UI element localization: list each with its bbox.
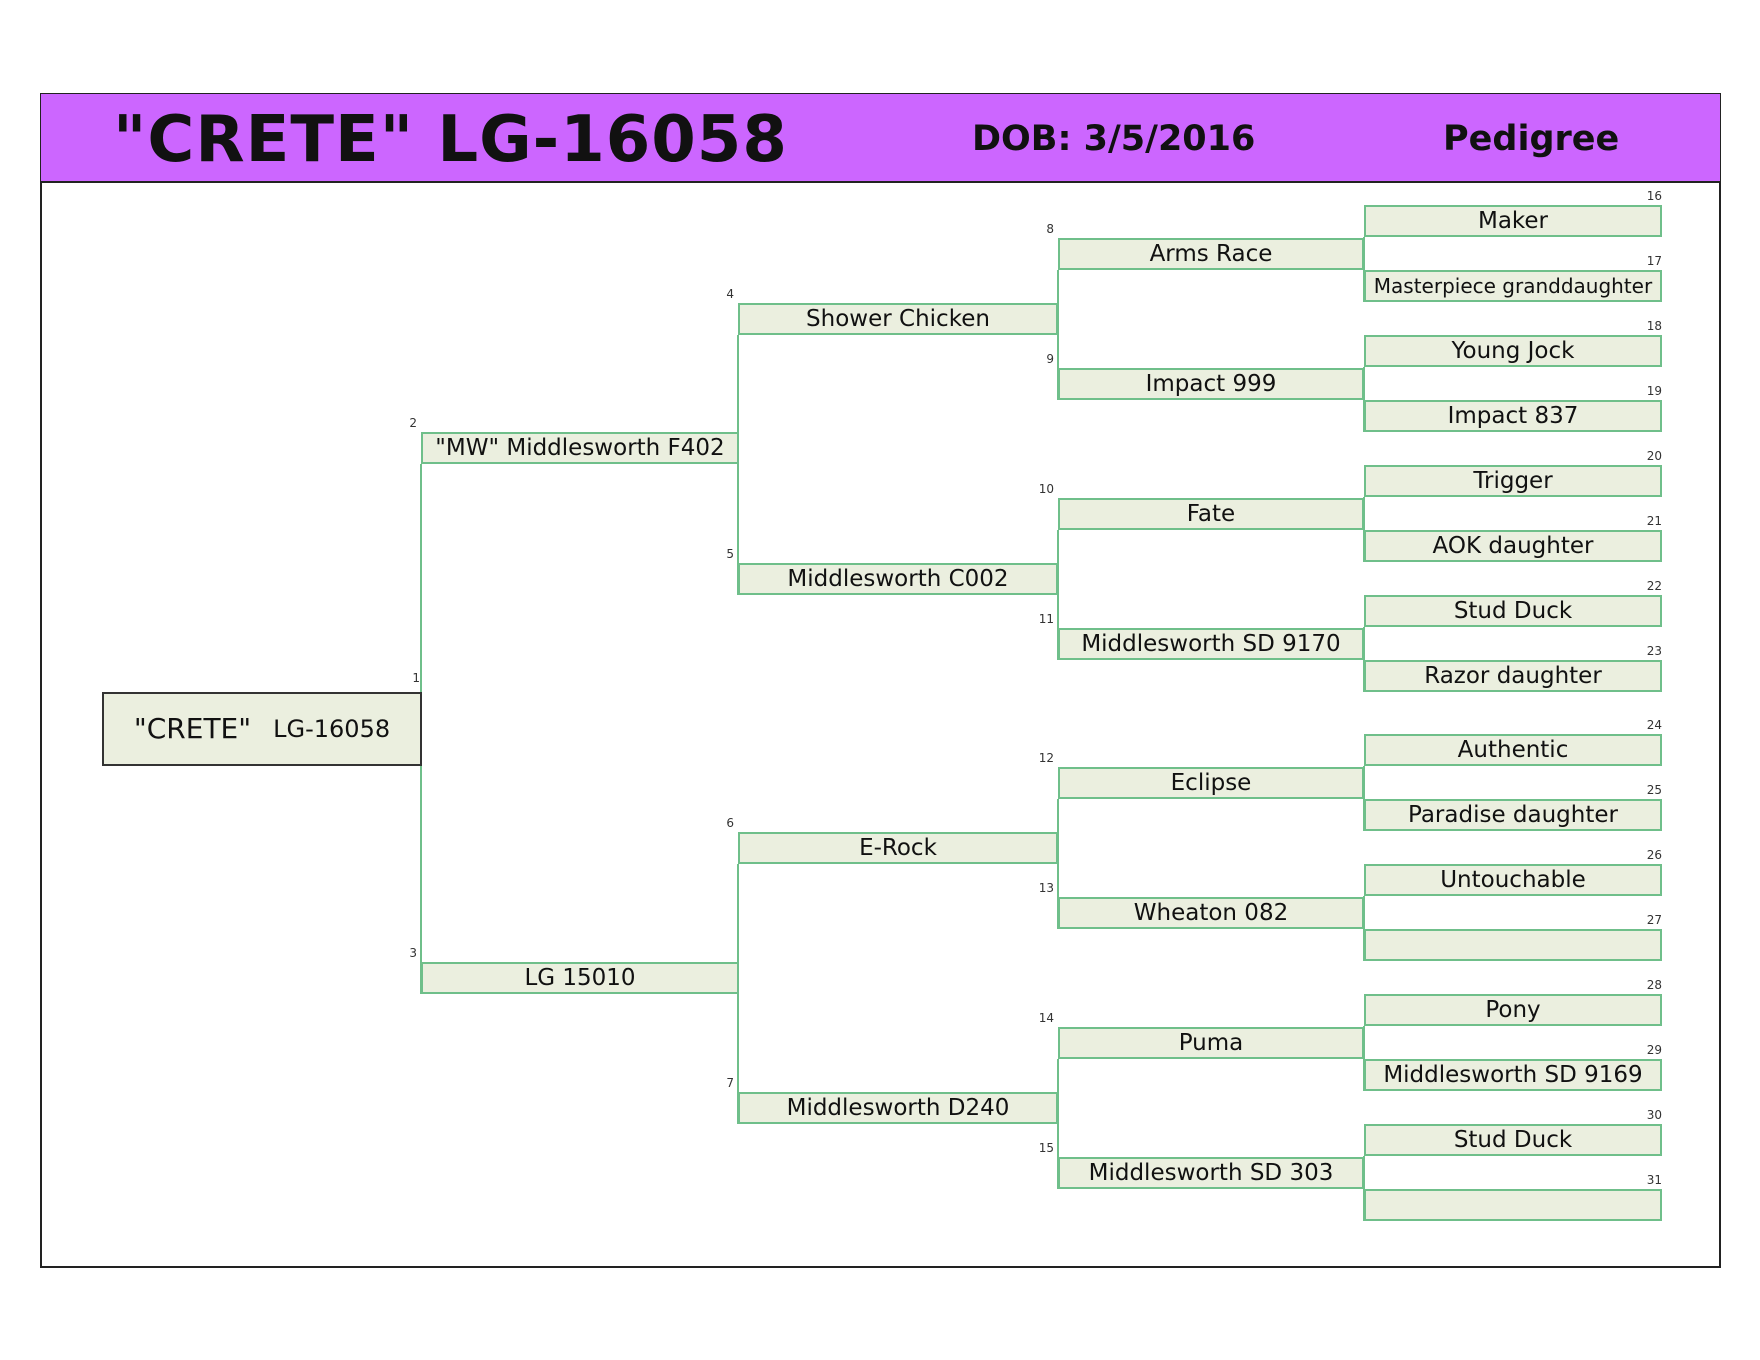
ancestor-number: 23 [1646, 644, 1662, 658]
ancestor-number: 6 [726, 816, 734, 830]
subject-id: LG-16058 [273, 715, 391, 743]
ancestor-number: 15 [1038, 1141, 1054, 1155]
ancestor-name: Stud Duck [1453, 597, 1573, 624]
ancestor-name: LG 15010 [524, 964, 636, 991]
subject-box: "CRETE" LG-16058 [102, 692, 422, 766]
ancestor-box-7: Middlesworth D240 [738, 1092, 1058, 1124]
ancestor-box-5: Middlesworth C002 [738, 563, 1058, 595]
ancestor-name: Eclipse [1170, 769, 1252, 796]
ancestor-number: 20 [1646, 449, 1662, 463]
pedigree-label: Pedigree [1443, 119, 1620, 159]
ancestor-box-28: Pony [1364, 994, 1662, 1026]
ancestor-name: Shower Chicken [806, 305, 990, 332]
ancestor-name: Masterpiece granddaughter [1373, 274, 1653, 298]
ancestor-name: Wheaton 082 [1133, 899, 1289, 926]
ancestor-name: Untouchable [1440, 866, 1586, 893]
ancestor-box-20: Trigger [1364, 465, 1662, 497]
ancestor-number: 5 [726, 547, 734, 561]
ancestor-number: 21 [1646, 514, 1662, 528]
ancestor-box-23: Razor daughter [1364, 660, 1662, 692]
ancestor-number: 30 [1646, 1108, 1662, 1122]
ancestor-box-22: Stud Duck [1364, 595, 1662, 627]
ancestor-name: Paradise daughter [1408, 801, 1618, 828]
ancestor-box-29: Middlesworth SD 9169 [1364, 1059, 1662, 1091]
ancestor-name: Trigger [1473, 467, 1553, 494]
ancestor-box-6: E-Rock [738, 832, 1058, 864]
ancestor-name: Middlesworth C002 [787, 565, 1009, 592]
ancestor-box-26: Untouchable [1364, 864, 1662, 896]
ancestor-box-15: Middlesworth SD 303 [1058, 1157, 1364, 1189]
ancestor-number: 4 [726, 287, 734, 301]
ancestor-box-8: Arms Race [1058, 238, 1364, 270]
ancestor-name: Impact 837 [1447, 402, 1579, 429]
ancestor-box-11: Middlesworth SD 9170 [1058, 628, 1364, 660]
ancestor-name: Middlesworth SD 9169 [1383, 1061, 1643, 1088]
ancestor-box-12: Eclipse [1058, 767, 1364, 799]
ancestor-box-17: Masterpiece granddaughter [1364, 270, 1662, 302]
ancestor-name: Impact 999 [1145, 370, 1277, 397]
ancestor-name: Maker [1477, 207, 1549, 234]
ancestor-number: 27 [1646, 913, 1662, 927]
ancestor-number: 2 [409, 416, 417, 430]
ancestor-box-16: Maker [1364, 205, 1662, 237]
ancestor-number: 7 [726, 1076, 734, 1090]
ancestor-number: 3 [409, 946, 417, 960]
ancestor-box-9: Impact 999 [1058, 368, 1364, 400]
ancestor-number: 28 [1646, 978, 1662, 992]
ancestor-box-14: Puma [1058, 1027, 1364, 1059]
ancestor-name: Arms Race [1149, 240, 1273, 267]
ancestor-name: Pony [1485, 996, 1541, 1023]
ancestor-name: "MW" Middlesworth F402 [435, 434, 725, 461]
ancestor-number: 18 [1646, 319, 1662, 333]
ancestor-name: Middlesworth SD 303 [1088, 1159, 1334, 1186]
ancestor-number: 8 [1046, 222, 1054, 236]
ancestor-name: AOK daughter [1432, 532, 1594, 559]
ancestor-box-13: Wheaton 082 [1058, 897, 1364, 929]
ancestor-name: Middlesworth D240 [786, 1094, 1010, 1121]
ancestor-number: 19 [1646, 384, 1662, 398]
ancestor-box-2: "MW" Middlesworth F402 [421, 432, 739, 464]
ancestor-number: 13 [1038, 881, 1054, 895]
ancestor-number: 16 [1646, 189, 1662, 203]
ancestor-number: 26 [1646, 848, 1662, 862]
subject-name: "CRETE" [133, 712, 252, 745]
ancestor-number: 10 [1038, 482, 1054, 496]
ancestor-box-31 [1364, 1189, 1662, 1221]
ancestor-box-21: AOK daughter [1364, 530, 1662, 562]
ancestor-number: 31 [1646, 1173, 1662, 1187]
date-of-birth: DOB: 3/5/2016 [972, 119, 1256, 159]
ancestor-box-30: Stud Duck [1364, 1124, 1662, 1156]
ancestor-box-4: Shower Chicken [738, 303, 1058, 335]
ancestor-number: 12 [1038, 751, 1054, 765]
ancestor-number: 29 [1646, 1043, 1662, 1057]
ancestor-box-18: Young Jock [1364, 335, 1662, 367]
ancestor-number: 24 [1646, 718, 1662, 732]
ancestor-number: 17 [1646, 254, 1662, 268]
ancestor-number: 22 [1646, 579, 1662, 593]
ancestor-name: Fate [1186, 500, 1236, 527]
ancestor-box-19: Impact 837 [1364, 400, 1662, 432]
ancestor-name: E-Rock [859, 834, 937, 861]
ancestor-box-25: Paradise daughter [1364, 799, 1662, 831]
ancestor-number: 25 [1646, 783, 1662, 797]
ancestor-name: Razor daughter [1424, 662, 1602, 689]
ancestor-box-27 [1364, 929, 1662, 961]
ancestor-name: Authentic [1457, 736, 1569, 763]
ancestor-name: Young Jock [1451, 337, 1575, 364]
ancestor-number: 9 [1046, 352, 1054, 366]
ancestor-number: 11 [1038, 612, 1054, 626]
ancestor-box-24: Authentic [1364, 734, 1662, 766]
subject-number: 1 [412, 671, 420, 685]
ancestor-name: Middlesworth SD 9170 [1081, 630, 1341, 657]
ancestor-number: 14 [1038, 1011, 1054, 1025]
ancestor-name: Stud Duck [1453, 1126, 1573, 1153]
ancestor-box-3: LG 15010 [421, 962, 739, 994]
ancestor-name: Puma [1178, 1029, 1244, 1056]
page-title: "CRETE" LG-16058 [113, 103, 788, 177]
header-bar: "CRETE" LG-16058 DOB: 3/5/2016 Pedigree [41, 94, 1720, 183]
ancestor-box-10: Fate [1058, 498, 1364, 530]
